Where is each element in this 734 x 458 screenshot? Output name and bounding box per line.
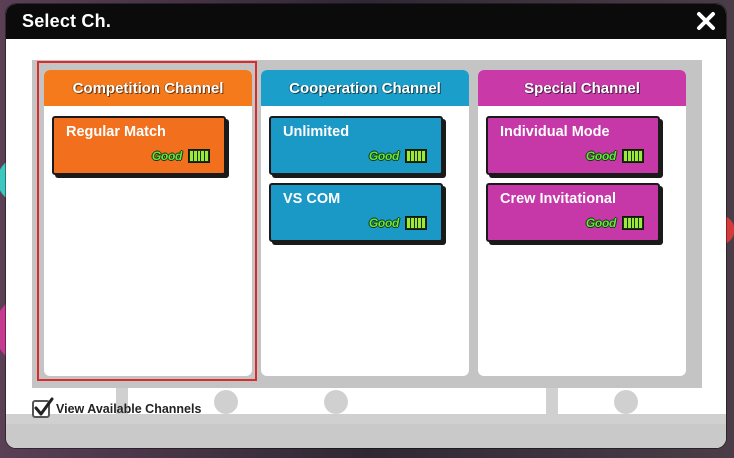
connection-status: Good [369,215,427,231]
checkmark-icon [34,397,54,416]
channel-card-individual-mode[interactable]: Individual Mode Good [486,116,660,175]
channel-card-vs-com[interactable]: VS COM Good [269,183,443,242]
card-label: Crew Invitational [500,191,617,207]
signal-bars-icon [622,216,644,230]
close-button[interactable] [692,7,720,35]
dialog-bottom-bar [6,424,726,448]
connection-status: Good [369,148,427,164]
status-text: Good [585,216,616,230]
connection-status: Good [586,215,644,231]
channel-card-unlimited[interactable]: Unlimited Good [269,116,443,175]
connection-status: Good [152,148,210,164]
dialog-title: Select Ch. [22,11,112,31]
view-available-label: View Available Channels [56,402,202,416]
dialog-titlebar: Select Ch. [6,4,726,39]
signal-bars-icon [622,149,644,163]
column-header: Competition Channel [44,70,252,106]
channel-select-dialog: Select Ch. Competition Channel Regular M… [6,4,726,448]
column-header: Special Channel [478,70,686,106]
card-label: Regular Match [66,124,166,140]
signal-bars-icon [405,149,427,163]
channel-panel-area: Competition Channel Regular Match Good C… [32,60,702,388]
column-competition-channel: Competition Channel Regular Match Good [44,70,252,376]
card-label: Individual Mode [500,124,610,140]
column-special-channel: Special Channel Individual Mode Good Cre… [478,70,686,376]
card-label: Unlimited [283,124,350,140]
status-text: Good [585,149,616,163]
status-text: Good [368,149,399,163]
signal-bars-icon [188,149,210,163]
connection-status: Good [586,148,644,164]
signal-bars-icon [405,216,427,230]
status-text: Good [368,216,399,230]
column-header: Cooperation Channel [261,70,469,106]
channel-card-regular-match[interactable]: Regular Match Good [52,116,226,175]
status-text: Good [151,149,182,163]
channel-card-crew-invitational[interactable]: Crew Invitational Good [486,183,660,242]
close-icon [697,12,715,30]
view-available-checkbox[interactable] [32,397,54,418]
card-label: VS COM [283,191,341,207]
column-cooperation-channel: Cooperation Channel Unlimited Good VS CO… [261,70,469,376]
view-available-channels-toggle[interactable]: View Available Channels [32,397,202,418]
